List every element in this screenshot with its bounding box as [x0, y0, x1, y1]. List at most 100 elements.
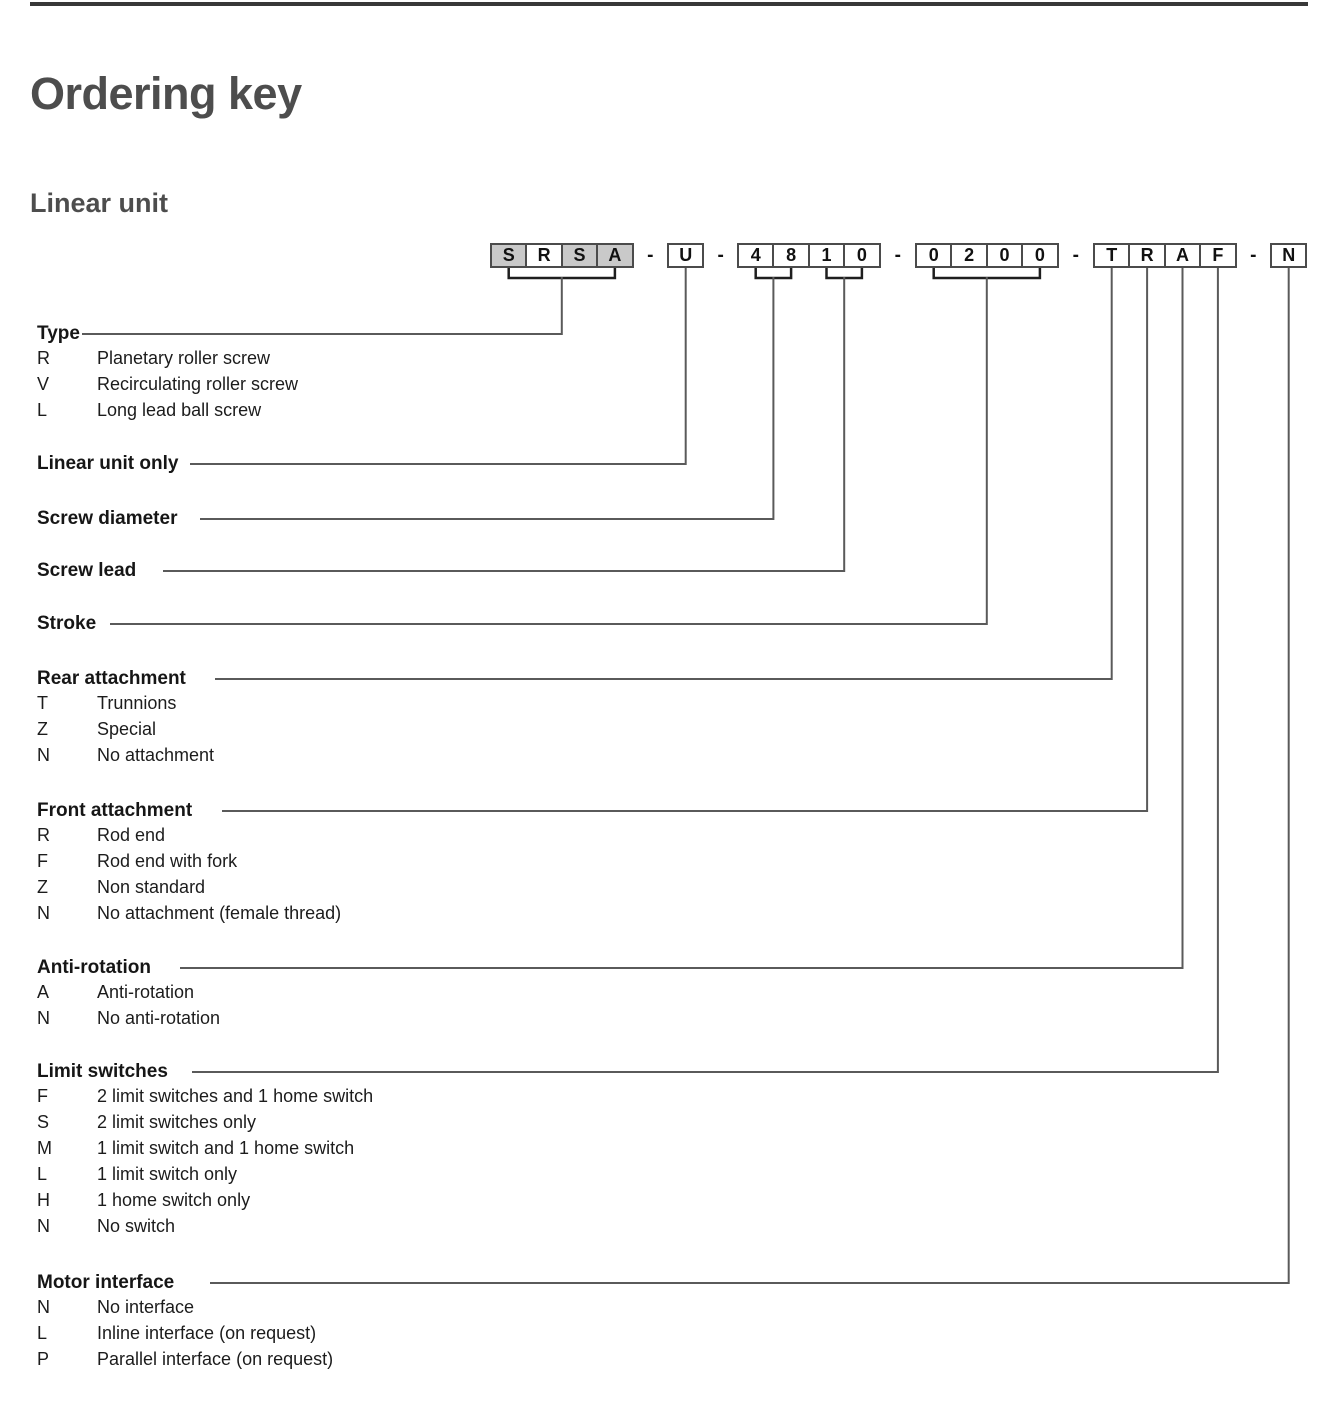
option-description: No attachment (female thread) — [97, 903, 342, 923]
code-char-box: 1 — [807, 243, 846, 268]
option-code: V — [37, 374, 50, 394]
code-char-box: R — [1128, 243, 1166, 268]
option-description: No anti-rotation — [97, 1008, 221, 1028]
code-char: 0 — [999, 245, 1010, 265]
option-description: Planetary roller screw — [97, 348, 271, 368]
option-description: No attachment — [97, 745, 215, 765]
code-char: 8 — [786, 245, 797, 265]
option-code: Z — [37, 719, 48, 739]
code-char: S — [573, 245, 586, 265]
section-label-type: Type — [37, 323, 80, 344]
leader-line — [215, 266, 1113, 680]
option-description: Parallel interface (on request) — [97, 1349, 334, 1369]
code-char: U — [679, 245, 693, 265]
code-separator: - — [647, 245, 654, 266]
code-char: 2 — [964, 245, 975, 265]
option-description: 1 limit switch only — [97, 1164, 238, 1184]
option-code: L — [37, 1164, 48, 1184]
option-code: N — [37, 903, 50, 923]
leader-line — [110, 277, 988, 625]
option-description: 1 limit switch and 1 home switch — [97, 1138, 355, 1158]
code-char: 0 — [856, 245, 867, 265]
code-char-box: A — [1163, 243, 1202, 268]
option-description: Trunnions — [97, 693, 177, 713]
code-separator: - — [717, 245, 724, 266]
option-code: L — [37, 1323, 48, 1343]
group-bracket — [507, 268, 617, 280]
option-description: Recirculating roller screw — [97, 374, 299, 394]
group-bracket — [754, 268, 793, 280]
option-code: T — [37, 693, 48, 713]
option-code: F — [37, 851, 48, 871]
option-description: Long lead ball screw — [97, 400, 262, 420]
code-char: F — [1212, 245, 1224, 265]
option-description: Rod end with fork — [97, 851, 238, 871]
option-code: P — [37, 1349, 50, 1369]
code-char-box: 4 — [737, 243, 775, 268]
code-char-box: R — [525, 243, 563, 268]
leader-line — [210, 266, 1290, 1284]
option-code: H — [37, 1190, 50, 1210]
code-char-box: 0 — [915, 243, 953, 268]
section-label-rear-attachment: Rear attachment — [37, 668, 186, 689]
leader-line — [180, 266, 1184, 969]
option-description: Rod end — [97, 825, 166, 845]
group-bracket — [825, 268, 864, 280]
code-char-box: 0 — [1021, 243, 1059, 268]
leader-line — [200, 277, 775, 520]
page-title: Ordering key — [30, 68, 302, 119]
code-char: 4 — [750, 245, 761, 265]
code-char: 0 — [1034, 245, 1045, 265]
section-label-limit-switches: Limit switches — [37, 1061, 168, 1082]
option-description: No switch — [97, 1216, 176, 1236]
group-bracket — [932, 268, 1042, 280]
option-description: Special — [97, 719, 157, 739]
option-description: No interface — [97, 1297, 195, 1317]
code-char-box: S — [490, 243, 528, 268]
section-label-screw-diameter: Screw diameter — [37, 508, 178, 529]
option-code: R — [37, 348, 50, 368]
option-description: 2 limit switches only — [97, 1112, 257, 1132]
code-char: S — [502, 245, 515, 265]
option-code: A — [37, 982, 50, 1002]
code-separator: - — [1072, 245, 1079, 266]
code-char: A — [608, 245, 622, 265]
section-subtitle: Linear unit — [30, 188, 169, 218]
option-code: N — [37, 1216, 50, 1236]
section-label-linear-unit-only: Linear unit only — [37, 453, 179, 474]
code-char: A — [1175, 245, 1189, 265]
option-code: N — [37, 745, 50, 765]
option-code: F — [37, 1086, 48, 1106]
code-char-box: S — [560, 243, 599, 268]
option-code: S — [37, 1112, 50, 1132]
code-char-box: 8 — [772, 243, 810, 268]
option-description: Non standard — [97, 877, 206, 897]
code-char-box: N — [1270, 243, 1308, 268]
code-char-box: T — [1093, 243, 1131, 268]
leader-line — [222, 266, 1149, 812]
option-code: M — [37, 1138, 52, 1158]
option-code: N — [37, 1297, 50, 1317]
code-char-box: 0 — [843, 243, 881, 268]
leader-line — [163, 277, 846, 572]
section-label-screw-lead: Screw lead — [37, 560, 137, 581]
option-code: Z — [37, 877, 48, 897]
code-separator: - — [894, 245, 901, 266]
leader-line — [82, 277, 563, 335]
section-label-anti-rotation: Anti-rotation — [37, 957, 151, 978]
option-description: 1 home switch only — [97, 1190, 251, 1210]
section-label-motor-interface: Motor interface — [37, 1272, 175, 1293]
section-label-front-attachment: Front attachment — [37, 800, 193, 821]
code-char-box: A — [596, 243, 634, 268]
option-code: R — [37, 825, 50, 845]
code-char: R — [537, 245, 551, 265]
option-code: L — [37, 400, 48, 420]
code-separator: - — [1250, 245, 1257, 266]
leader-line — [192, 266, 1219, 1073]
top-rule — [30, 2, 1308, 6]
code-char-box: F — [1199, 243, 1237, 268]
section-label-stroke: Stroke — [37, 613, 97, 634]
option-description: Anti-rotation — [97, 982, 195, 1002]
